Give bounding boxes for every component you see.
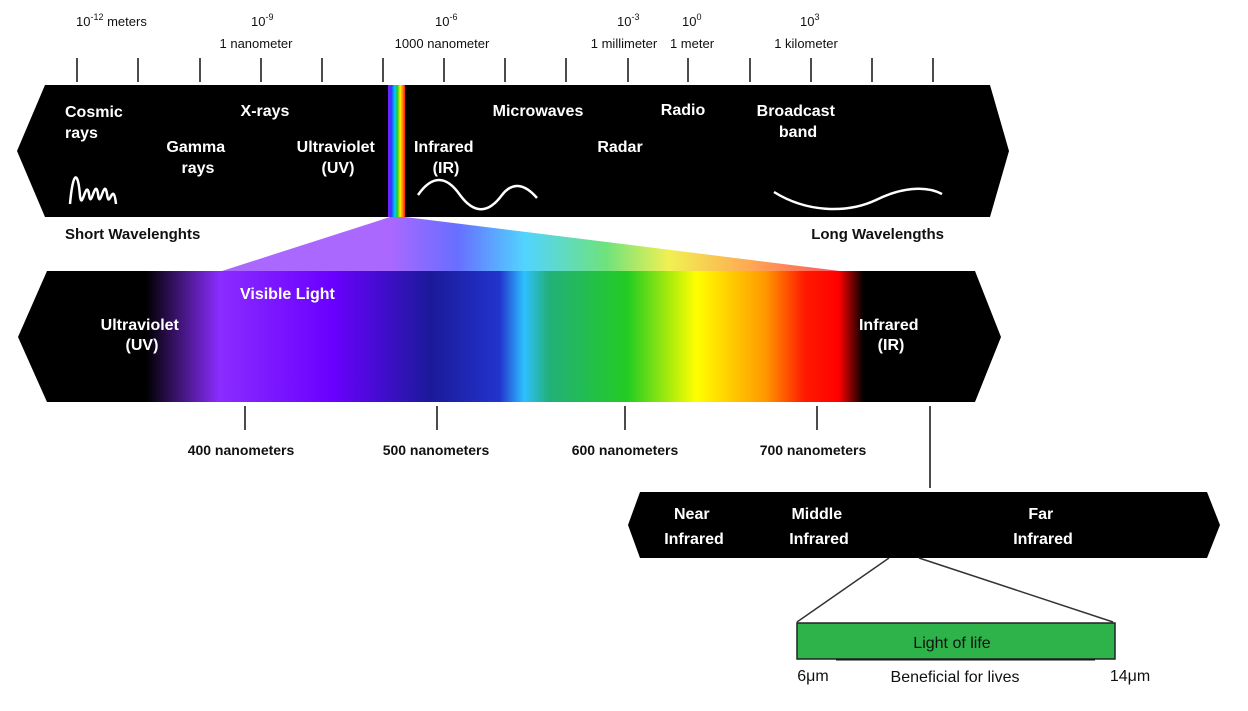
nm-500-label: 500 nanometers bbox=[383, 442, 490, 458]
light-of-life-label: Light of life bbox=[913, 635, 990, 652]
nm-400-label: 400 nanometers bbox=[188, 442, 295, 458]
scale-label-meter: 1 meter bbox=[670, 36, 715, 51]
nm-700-label: 700 nanometers bbox=[760, 442, 867, 458]
scale-label-e-12: 10-12 meters bbox=[76, 12, 147, 29]
broadcast-band-label: Broadcast band bbox=[757, 103, 840, 141]
infrared-band bbox=[628, 492, 1220, 558]
scale-label-1000-nanometer: 1000 nanometer bbox=[395, 36, 490, 51]
life-range-end-label: 14μm bbox=[1110, 668, 1150, 685]
scale-labels: 10-12 meters 10-9 1 nanometer 10-6 1000 … bbox=[76, 12, 838, 51]
cosmic-rays-label: Cosmic rays bbox=[65, 104, 127, 142]
life-connector-left bbox=[796, 557, 890, 623]
infrared-label: Infrared (IR) bbox=[414, 139, 478, 177]
spectrum-band bbox=[17, 85, 1009, 217]
long-wave-icon bbox=[773, 187, 943, 211]
long-wavelengths-label: Long Wavelengths bbox=[811, 226, 944, 243]
scale-label-e-6: 10-6 bbox=[435, 12, 457, 29]
spectrum-labels: Cosmic rays Gamma rays X-rays Ultraviole… bbox=[65, 102, 840, 177]
infrared-band-labels: Near Infrared Middle Infrared Far Infrar… bbox=[664, 506, 1073, 548]
scale-ticks bbox=[76, 58, 934, 82]
far-infrared-label: Far Infrared bbox=[1013, 506, 1073, 548]
near-infrared-label: Near Infrared bbox=[664, 506, 724, 548]
middle-infrared-label: Middle Infrared bbox=[789, 506, 849, 548]
scale-label-e-9: 10-9 bbox=[251, 12, 273, 29]
visible-uv-label: Ultraviolet (UV) bbox=[101, 317, 184, 354]
microwaves-label: Microwaves bbox=[493, 103, 584, 120]
life-range-start-label: 6μm bbox=[797, 668, 828, 685]
visible-ir-label: Infrared (IR) bbox=[859, 317, 923, 354]
nanometer-labels: 400 nanometers 500 nanometers 600 nanome… bbox=[188, 442, 867, 458]
light-of-life-bar bbox=[796, 622, 1116, 660]
scale-label-e0: 100 bbox=[682, 12, 701, 29]
visible-band bbox=[18, 271, 1001, 402]
life-connector-right bbox=[918, 557, 1114, 623]
gamma-rays-label: Gamma rays bbox=[166, 139, 229, 177]
nanometer-ticks bbox=[244, 406, 931, 488]
scale-label-nanometer: 1 nanometer bbox=[220, 36, 294, 51]
radar-label: Radar bbox=[597, 139, 642, 156]
scale-label-millimeter: 1 millimeter bbox=[591, 36, 658, 51]
visible-light-stripe bbox=[388, 85, 405, 217]
scale-label-e-3: 10-3 bbox=[617, 12, 639, 29]
infrared-wave-icon bbox=[416, 178, 538, 211]
ultraviolet-label: Ultraviolet (UV) bbox=[297, 139, 380, 177]
scale-label-kilometer: 1 kilometer bbox=[774, 36, 838, 51]
short-wave-icon bbox=[68, 176, 118, 205]
nm-600-label: 600 nanometers bbox=[572, 442, 679, 458]
radio-label: Radio bbox=[661, 102, 706, 119]
beneficial-caption: Beneficial for lives bbox=[891, 669, 1020, 686]
scale-label-e3: 103 bbox=[800, 12, 819, 29]
visible-fan bbox=[222, 217, 840, 271]
visible-light-title: Visible Light bbox=[240, 286, 336, 303]
short-wavelengths-label: Short Wavelenghts bbox=[65, 226, 200, 243]
x-rays-label: X-rays bbox=[241, 103, 290, 120]
visible-band-labels: Ultraviolet (UV) Visible Light Infrared … bbox=[101, 286, 923, 354]
